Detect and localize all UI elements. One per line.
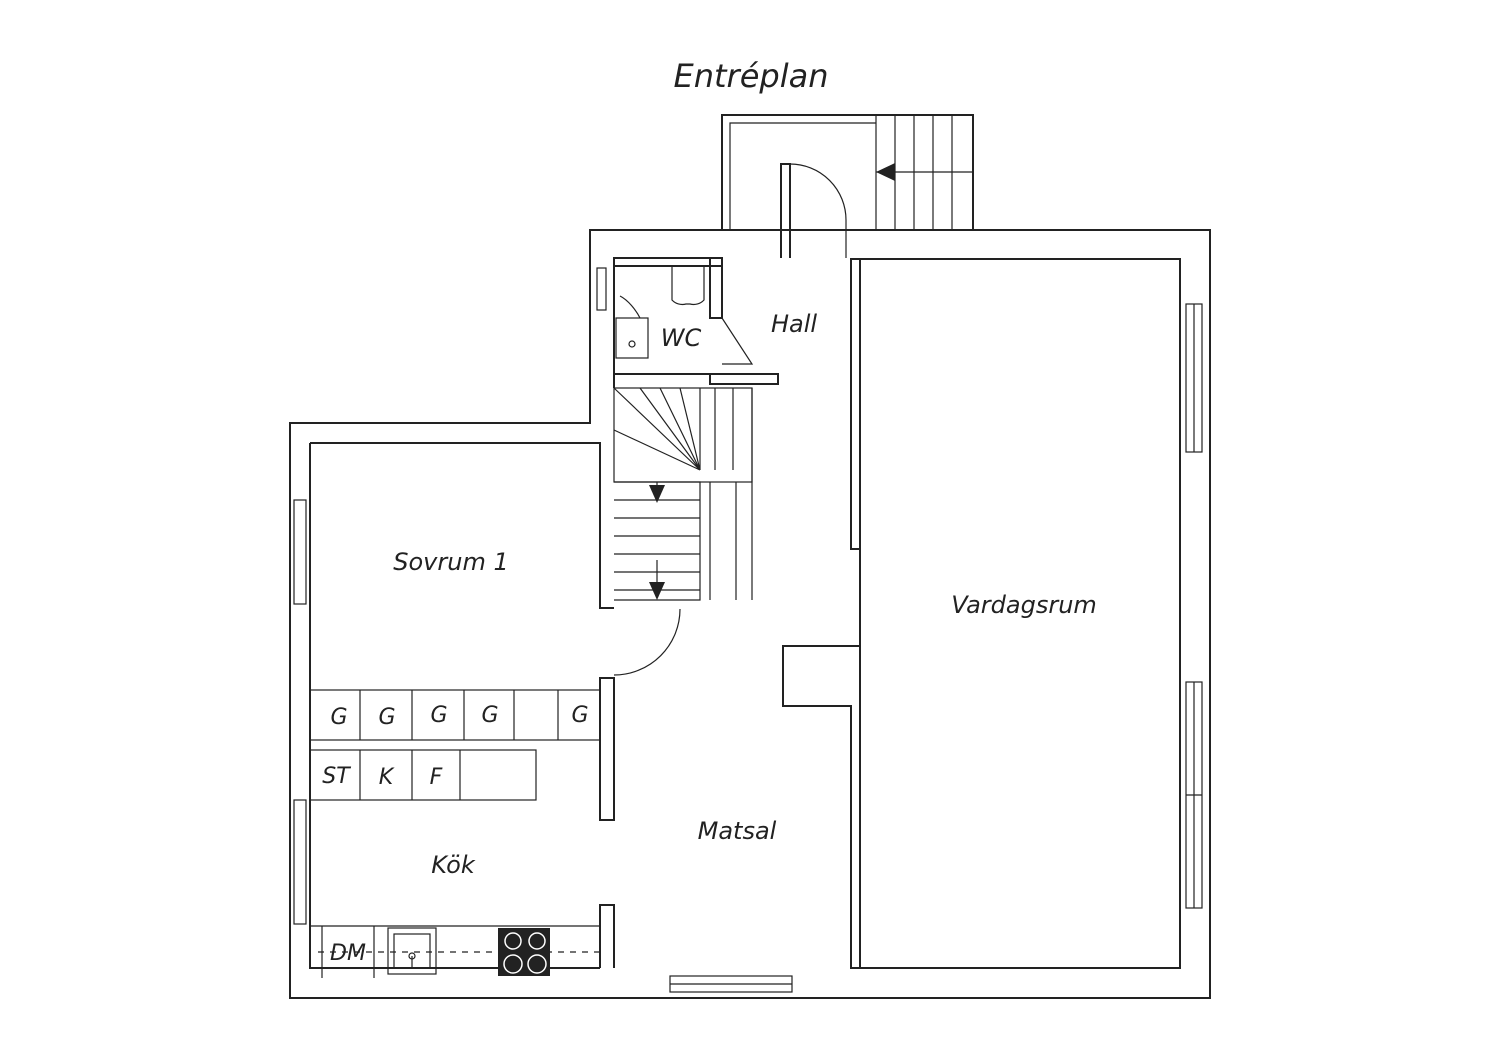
wardrobe-label: G	[481, 703, 498, 728]
indoor-stair	[613, 387, 753, 601]
freezer-label: F	[430, 765, 443, 790]
plan-title: Entréplan	[674, 57, 829, 95]
wardrobe-label: G	[378, 705, 395, 730]
wardrobe-label: G	[430, 703, 447, 728]
room-label-wc: WC	[661, 324, 702, 352]
wardrobe-label: G	[330, 705, 347, 730]
hall-walls	[599, 257, 861, 968]
entrance-door	[780, 163, 847, 258]
kitchen-counter	[310, 925, 600, 978]
room-label-sovrum: Sovrum 1	[393, 548, 508, 576]
wardrobe-row	[309, 689, 601, 741]
room-label-matsal: Matsal	[698, 817, 777, 845]
wc-fixtures	[615, 266, 754, 365]
dishwasher-label: DM	[330, 941, 366, 966]
sovrum-door	[613, 608, 681, 676]
wardrobe-label: G	[571, 703, 588, 728]
stove-cabinet-label: ST	[322, 764, 351, 789]
entrance-porch	[721, 114, 974, 230]
cooktop	[498, 928, 550, 976]
room-label-vardagsrum: Vardagsrum	[951, 591, 1097, 619]
windows	[293, 267, 1203, 993]
fridge-label: K	[379, 765, 395, 790]
room-label-hall: Hall	[771, 310, 817, 338]
appliance-row	[309, 749, 537, 801]
room-label-kok: Kök	[431, 851, 476, 879]
chimney	[782, 645, 861, 969]
vardagsrum-inner-wall	[859, 258, 1181, 969]
